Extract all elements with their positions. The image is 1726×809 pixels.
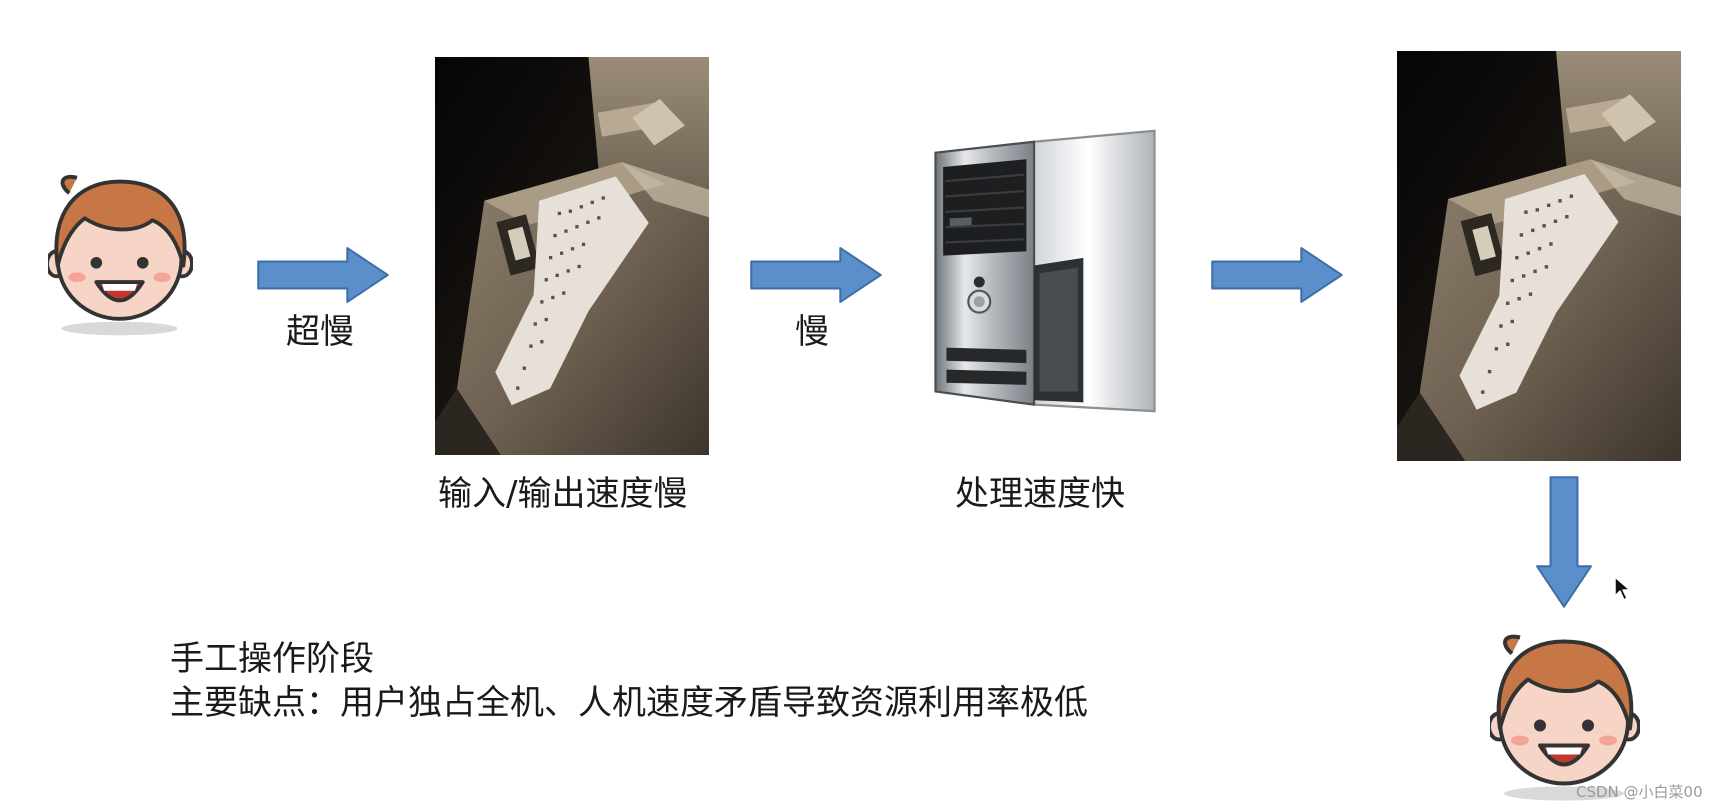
mouse-cursor-icon xyxy=(1614,576,1632,602)
summary-block: 手工操作阶段 主要缺点：用户独占全机、人机速度矛盾导致资源利用率极低 xyxy=(170,637,1088,725)
computer-tower-icon xyxy=(930,125,1160,417)
arrow-down-icon xyxy=(1535,475,1593,610)
card-reader-output-image xyxy=(1397,51,1681,461)
io-caption: 输入/输出速度慢 xyxy=(438,466,687,515)
arrow-right-icon xyxy=(1210,246,1345,304)
card-reader-image xyxy=(435,57,709,455)
watermark: CSDN @小白菜00 xyxy=(1576,781,1703,802)
cpu-caption: 处理速度快 xyxy=(955,466,1125,515)
label-very-slow: 超慢 xyxy=(286,304,354,353)
summary-title: 手工操作阶段 xyxy=(170,637,1088,681)
user-face-icon xyxy=(48,166,193,346)
summary-description: 主要缺点：用户独占全机、人机速度矛盾导致资源利用率极低 xyxy=(170,681,1088,725)
arrow-right-icon xyxy=(749,246,884,304)
label-slow: 慢 xyxy=(795,304,829,353)
arrow-right-icon xyxy=(256,246,391,304)
